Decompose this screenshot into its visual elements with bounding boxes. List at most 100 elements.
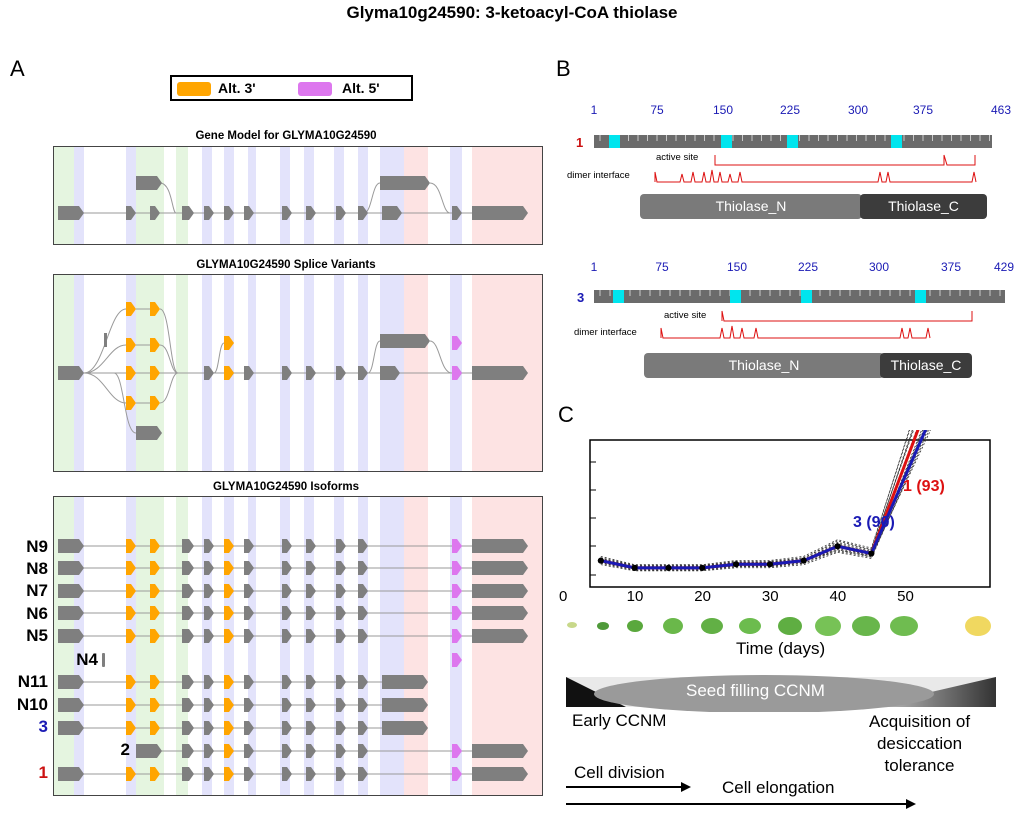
exon (336, 675, 346, 689)
exon (224, 584, 234, 598)
splice-junction (113, 372, 137, 434)
exon (452, 561, 462, 575)
gene-model-title: Gene Model for GLYMA10G24590 (195, 130, 377, 142)
exon (58, 206, 84, 220)
splice-junction (83, 344, 127, 374)
exon (306, 561, 316, 575)
exon (358, 721, 368, 735)
protein-3-dimer-interface-label: dimer interface (574, 327, 637, 338)
exon (150, 584, 160, 598)
protein-3-track (594, 290, 1005, 303)
exon (472, 629, 528, 643)
chart-frame (589, 439, 991, 588)
region-band (450, 147, 462, 244)
exon (136, 176, 162, 190)
exon (204, 629, 214, 643)
isoform-label-n8: N8 (26, 559, 48, 578)
exon (224, 767, 234, 781)
background-gene-line (600, 430, 923, 571)
seed-images (567, 616, 991, 636)
figure-title: Glyma10g24590: 3-ketoacyl-CoA thiolase (346, 3, 678, 22)
data-point (699, 564, 706, 571)
seed-image (778, 617, 802, 635)
region-band (176, 147, 188, 244)
region-band (136, 147, 164, 244)
x-tick-label: 50 (897, 588, 914, 605)
legend-label-alt3: Alt. 3' (218, 80, 256, 96)
seed-image (567, 622, 577, 628)
exon (224, 606, 234, 620)
exon (472, 539, 528, 553)
exon (150, 539, 160, 553)
splice-junction (159, 308, 179, 374)
isoforms-title: GLYMA10G24590 Isoforms (213, 481, 359, 493)
protein-1-tick-label: 75 (650, 103, 664, 117)
exon (472, 767, 528, 781)
region-band (380, 497, 404, 795)
protein-3-domain-thiolase-n: Thiolase_N (644, 353, 884, 378)
protein-1-tick-label: 375 (912, 103, 934, 117)
exon (126, 698, 136, 712)
exon (150, 561, 160, 575)
exon (306, 698, 316, 712)
protein-3-motif (613, 290, 624, 303)
region-band (126, 147, 136, 244)
exon (126, 675, 136, 689)
exon (126, 767, 136, 781)
exon (282, 675, 292, 689)
seed-image (890, 616, 918, 636)
background-gene-line (600, 430, 915, 566)
region-band (404, 497, 428, 795)
x-axis-label: Time (days) (736, 639, 826, 658)
exon (358, 561, 368, 575)
legend-label-alt5: Alt. 5' (342, 80, 380, 96)
splice-junction (159, 344, 179, 374)
exon (336, 366, 346, 380)
splice-junction (83, 372, 127, 404)
exon (126, 302, 136, 316)
exon (336, 561, 346, 575)
protein-3-tick-label: 225 (797, 260, 819, 274)
exon (336, 206, 346, 220)
splice-junction (159, 372, 179, 404)
exon (204, 721, 214, 735)
exon (358, 629, 368, 643)
exon (336, 698, 346, 712)
protein-1-active-site-label: active site (656, 152, 699, 163)
exon (382, 675, 428, 689)
data-point (834, 543, 841, 550)
exon (204, 744, 214, 758)
panel-label-b: B (556, 56, 571, 81)
exon (182, 721, 194, 735)
exon (336, 584, 346, 598)
exon (452, 206, 462, 220)
protein-1-domain-thiolase-c: Thiolase_C (860, 194, 987, 219)
region-band (74, 147, 84, 244)
exon (244, 584, 254, 598)
splice-junction (159, 182, 177, 214)
protein-3-motif (801, 290, 812, 303)
protein-1-dimer-interface-track (654, 169, 977, 183)
acquisition-label: Acquisition of desiccation tolerance (868, 712, 971, 775)
x-tick-label: 30 (761, 588, 779, 605)
exon (336, 629, 346, 643)
exon (150, 698, 160, 712)
seed-image (663, 618, 683, 634)
seed-filling-ellipse (594, 675, 934, 712)
exon (452, 606, 462, 620)
exon (244, 206, 254, 220)
cell-elongation-arrowhead (906, 799, 916, 809)
protein-1-active-site-track (714, 154, 976, 166)
exon (306, 721, 316, 735)
exon (380, 176, 430, 190)
protein-3-tick-label: 1 (590, 260, 598, 274)
exon (182, 539, 194, 553)
region-band (202, 497, 212, 795)
series-label-1: 1 (93) (903, 478, 945, 495)
region-band (280, 147, 290, 244)
exon (306, 629, 316, 643)
region-band (358, 147, 368, 244)
exon (182, 584, 194, 598)
data-point (597, 557, 604, 564)
exon (102, 653, 105, 667)
